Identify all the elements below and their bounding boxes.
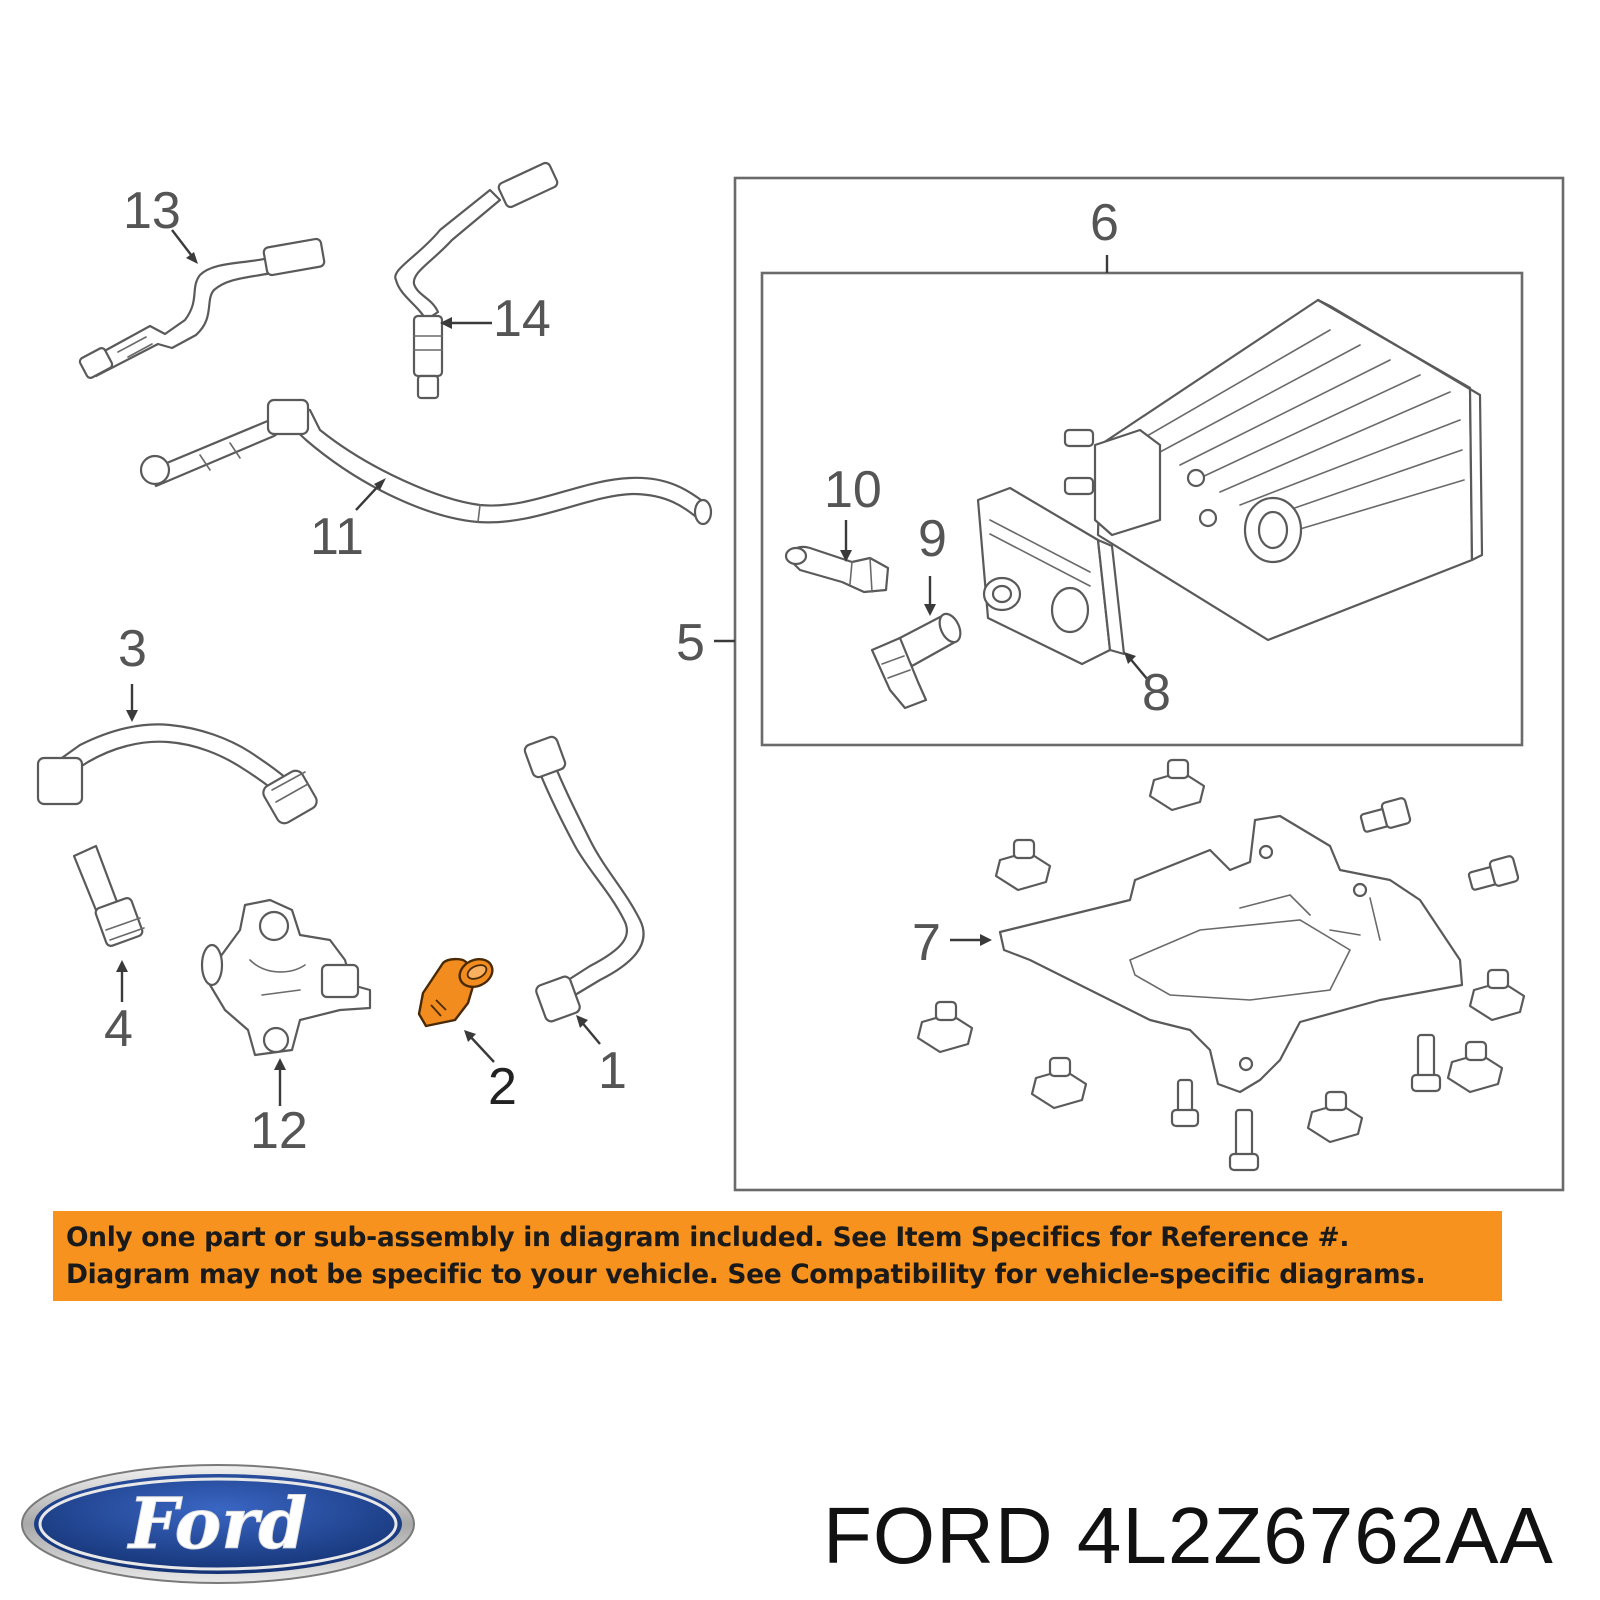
callout-2: 2	[488, 1058, 517, 1116]
ford-logo: Ford	[21, 1464, 415, 1584]
part-12-purge-valve	[200, 898, 372, 1057]
ford-logo-text: Ford	[127, 1482, 307, 1565]
callout-3: 3	[118, 620, 147, 678]
assembly-frame-5	[733, 176, 1565, 1192]
part-10-tube	[784, 545, 890, 594]
callout-14: 14	[493, 290, 551, 348]
bolt	[1410, 1033, 1442, 1093]
clip-nut	[1446, 1040, 1504, 1094]
part-4-sensor	[72, 844, 145, 947]
part-2-highlighted-connector	[417, 957, 494, 1028]
clip-nut	[994, 838, 1052, 892]
callout-labels: 13 14 6 11 10 9 3 5 8 7 4 12 2 1	[104, 182, 1171, 1160]
notice-line-2: Diagram may not be specific to your vehi…	[66, 1259, 1426, 1290]
callout-13: 13	[123, 182, 181, 240]
callout-11: 11	[310, 508, 364, 566]
clip-nut	[1468, 968, 1526, 1022]
part-14-oxygen-sensor	[394, 161, 559, 400]
part-7-bracket	[998, 814, 1464, 1094]
bolt	[1359, 797, 1412, 833]
clip-nut	[1306, 1090, 1364, 1144]
callout-1: 1	[598, 1042, 627, 1100]
bolt	[1170, 1078, 1200, 1128]
callout-8: 8	[1142, 664, 1171, 722]
bolt	[1467, 855, 1520, 891]
part-8-filter	[976, 486, 1126, 666]
part-9-sensor	[870, 612, 962, 710]
notice-banner: Only one part or sub-assembly in diagram…	[53, 1211, 1502, 1301]
bolt	[1228, 1108, 1260, 1172]
part-3-hose	[36, 723, 318, 825]
notice-line-1: Only one part or sub-assembly in diagram…	[66, 1222, 1350, 1253]
part-number-title: FORD 4L2Z6762AA	[823, 1491, 1554, 1580]
callout-4: 4	[104, 1000, 133, 1058]
clip-nut	[916, 1000, 974, 1054]
fastener-set	[916, 758, 1526, 1172]
clip-nut	[1030, 1056, 1088, 1110]
clip-nut	[1148, 758, 1206, 812]
part-13-oxygen-sensor	[78, 237, 326, 379]
part-11-vent-hose	[139, 398, 713, 526]
part-1-hose	[523, 735, 645, 1023]
callout-12: 12	[250, 1102, 308, 1160]
leader-lines	[116, 229, 1149, 1106]
callout-9: 9	[918, 510, 947, 568]
part-6-canister	[1063, 298, 1484, 642]
callout-5: 5	[676, 614, 705, 672]
callout-10: 10	[824, 461, 882, 519]
subassembly-frame-6	[760, 271, 1524, 747]
callout-6: 6	[1090, 194, 1119, 252]
callout-7: 7	[912, 914, 941, 972]
